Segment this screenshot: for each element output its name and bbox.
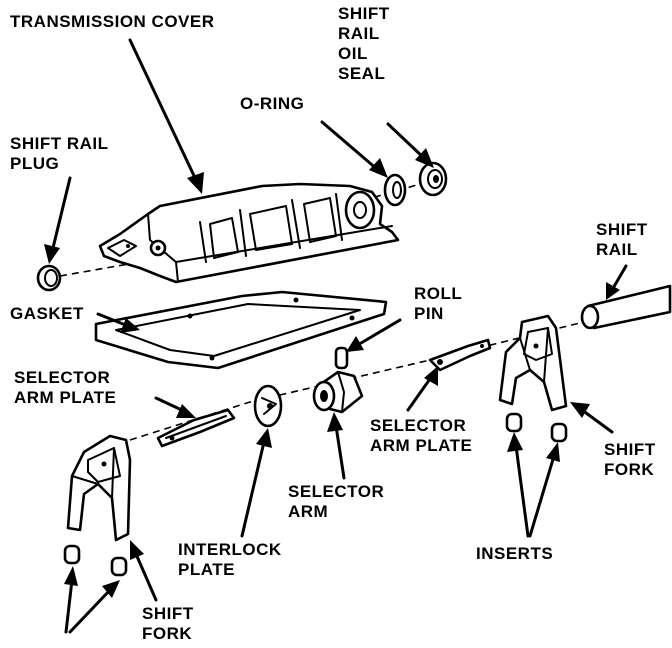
leader-shift-fork-left (130, 540, 158, 602)
label-gasket: GASKET (10, 304, 84, 323)
shift-rail-oil-seal (418, 161, 448, 197)
leader-shift-rail (606, 264, 628, 300)
inserts-left (63, 544, 128, 577)
label-roll-pin: ROLL PIN (414, 284, 463, 323)
label-shift-fork-right: SHIFT FORK (604, 440, 656, 479)
leader-oil-seal (386, 122, 434, 168)
label-shift-rail: SHIFT RAIL (596, 220, 648, 259)
leader-selector-arm-plate-left (154, 396, 196, 418)
leader-shift-fork-right (570, 402, 614, 434)
leader-o-ring (320, 120, 388, 178)
shift-rail (580, 284, 672, 330)
label-shift-rail-oil-seal: SHIFT RAIL OIL SEAL (338, 4, 390, 83)
shift-fork-right (498, 314, 568, 412)
leader-selector-arm-plate-right (406, 366, 438, 412)
o-ring (383, 173, 407, 207)
interlock-plate (253, 384, 283, 428)
label-inserts: INSERTS (476, 544, 554, 563)
roll-pin (334, 346, 349, 370)
shift-fork-left (66, 434, 132, 542)
inserts-right (505, 412, 568, 443)
label-selector-arm-plate-right: SELECTOR ARM PLATE (370, 416, 473, 455)
leader-inserts-left (64, 566, 120, 634)
selector-arm-plate-left (156, 408, 236, 448)
gasket (94, 290, 388, 370)
leader-selector-arm (327, 412, 346, 480)
leader-roll-pin (346, 318, 402, 352)
selector-arm-plate-right (428, 338, 492, 372)
transmission-cover (98, 182, 400, 284)
leader-transmission-cover (128, 38, 204, 194)
selector-arm (312, 370, 364, 414)
shift-rail-plug (36, 264, 62, 292)
label-shift-fork-left: SHIFT FORK (142, 604, 194, 643)
label-o-ring: O-RING (240, 94, 305, 113)
leader-interlock-plate (240, 428, 272, 538)
label-transmission-cover: TRANSMISSION COVER (10, 12, 215, 31)
leader-gasket (96, 312, 140, 333)
leader-shift-rail-plug (44, 176, 72, 264)
label-selector-arm: SELECTOR ARM (288, 482, 385, 521)
leader-inserts-right (507, 432, 560, 538)
label-shift-rail-plug: SHIFT RAIL PLUG (10, 134, 109, 173)
label-interlock-plate: INTERLOCK PLATE (178, 540, 282, 579)
label-selector-arm-plate-left: SELECTOR ARM PLATE (14, 368, 117, 407)
